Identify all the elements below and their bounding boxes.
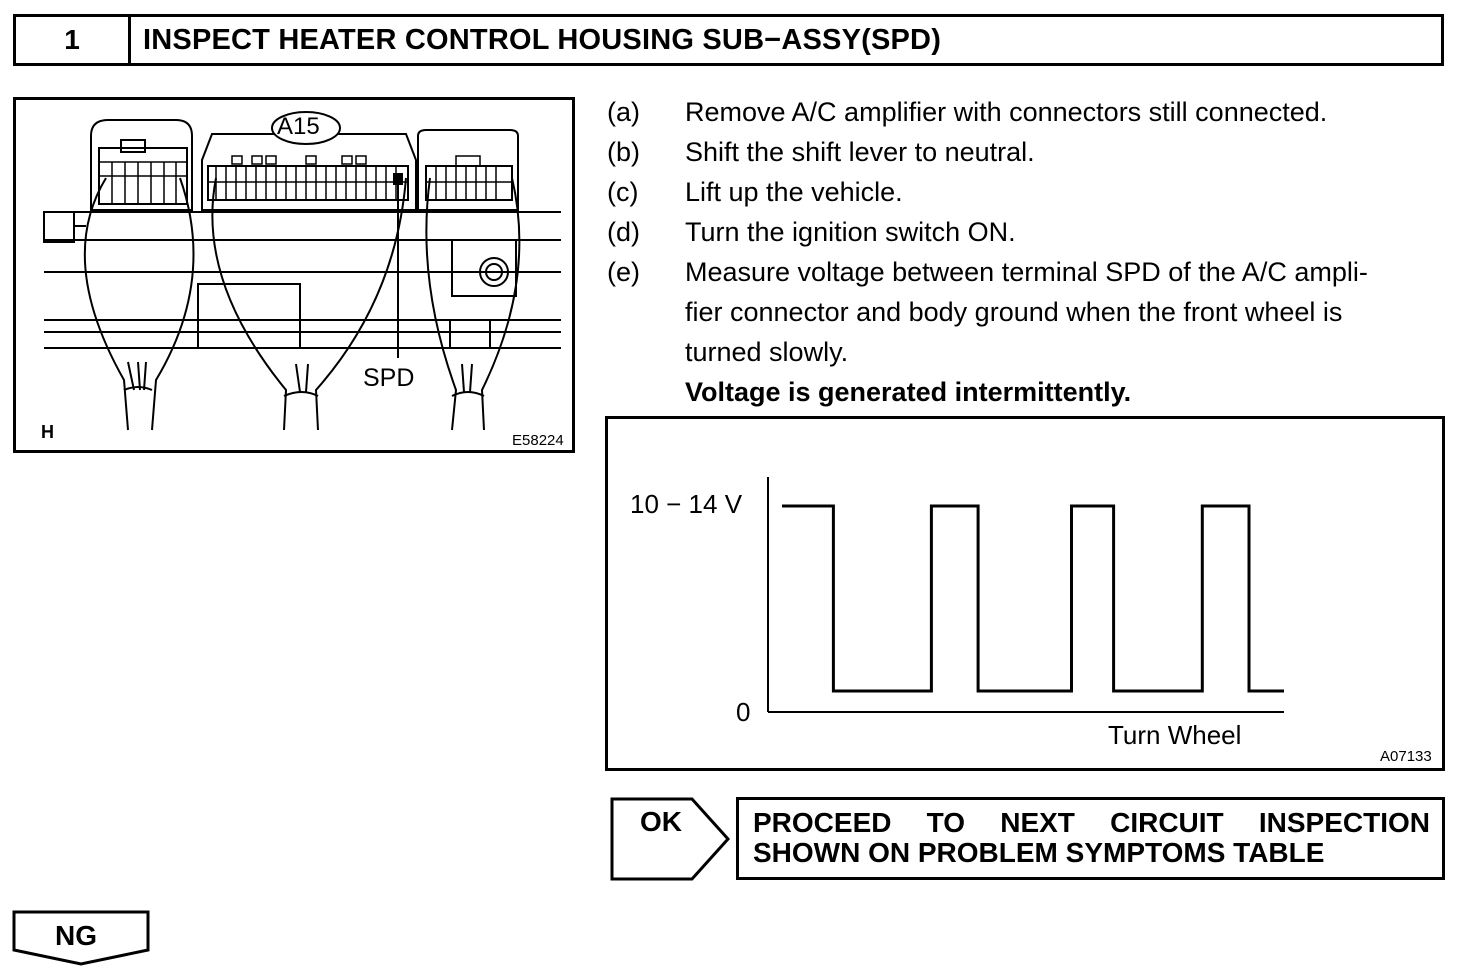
step-c: (c) Lift up the vehicle. (607, 172, 1447, 212)
ng-arrow-shape (12, 910, 150, 966)
high-level-label: 10 − 14 V (630, 489, 743, 519)
step-text: Lift up the vehicle. (685, 177, 903, 207)
corner-label: H (41, 422, 54, 442)
step-letter: (c) (607, 177, 639, 207)
waveform-plot (767, 477, 1284, 713)
x-axis-label: Turn Wheel (1108, 720, 1242, 750)
ok-result-line2: SHOWN ON PROBLEM SYMPTOMS TABLE (753, 837, 1325, 868)
waveform-figure: 10 − 14 V 0 Turn Wheel A07133 (605, 416, 1445, 771)
connector-label: A15 (277, 113, 320, 140)
step-e-cont: turned slowly. (607, 332, 1447, 372)
ok-result-line1: PROCEED TO NEXT CIRCUIT INSPECTION (753, 807, 1430, 838)
figure-code: A07133 (1380, 748, 1432, 765)
step-text-line: Measure voltage between terminal SPD of … (685, 257, 1368, 287)
step-text: Turn the ignition switch ON. (685, 217, 1016, 247)
voltage-waveform (782, 504, 1284, 693)
step-text-line: turned slowly. (685, 337, 849, 367)
step-b: (b) Shift the shift lever to neutral. (607, 132, 1447, 172)
step-number: 1 (16, 17, 131, 63)
step-d: (d) Turn the ignition switch ON. (607, 212, 1447, 252)
step-letter: (e) (607, 257, 640, 287)
step-text: Remove A/C amplifier with connectors sti… (685, 97, 1328, 127)
step-text: Shift the shift lever to neutral. (685, 137, 1035, 167)
spec-row: Voltage is generated intermittently. (607, 372, 1447, 412)
step-letter: (a) (607, 97, 640, 127)
low-level-label: 0 (736, 697, 751, 727)
terminal-label: SPD (363, 364, 415, 392)
ng-label: NG (55, 920, 97, 951)
specification: Voltage is generated intermittently. (685, 377, 1132, 407)
figure-code: E58224 (512, 432, 564, 449)
step-header: 1 INSPECT HEATER CONTROL HOUSING SUB−ASS… (13, 14, 1444, 66)
step-e-cont: fier connector and body ground when the … (607, 292, 1447, 332)
step-title: INSPECT HEATER CONTROL HOUSING SUB−ASSY(… (143, 23, 942, 56)
step-letter: (b) (607, 137, 640, 167)
procedure-steps: (a) Remove A/C amplifier with connectors… (607, 92, 1447, 412)
connector-illustration: A15 SPD H E58224 (13, 97, 575, 453)
connector-drawing (43, 111, 561, 431)
step-letter: (d) (607, 217, 640, 247)
step-a: (a) Remove A/C amplifier with connectors… (607, 92, 1447, 132)
step-e: (e) Measure voltage between terminal SPD… (607, 252, 1447, 292)
ok-result-text: PROCEED TO NEXT CIRCUIT INSPECTION SHOWN… (736, 797, 1445, 880)
step-text-line: fier connector and body ground when the … (685, 297, 1343, 327)
ok-arrow-shape (610, 797, 731, 881)
ok-label: OK (640, 806, 682, 837)
